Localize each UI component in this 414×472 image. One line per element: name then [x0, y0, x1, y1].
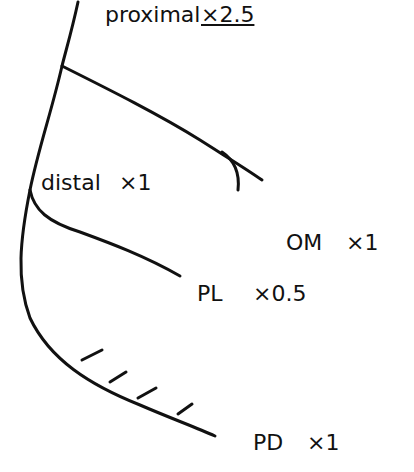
factor-label: ×1 [345, 232, 379, 254]
factor-label: ×2.5 [200, 4, 255, 26]
segment-label: distal [40, 172, 102, 194]
segment-label: PD [252, 432, 284, 454]
segment-label: proximal [104, 4, 201, 26]
main-vessel [21, 2, 215, 436]
segment-label: OM [285, 232, 323, 254]
pl-branch [30, 190, 180, 276]
tick-mark [82, 350, 102, 360]
segment-label: PL [196, 283, 224, 305]
tick-mark [178, 404, 192, 414]
factor-label: ×1 [118, 172, 152, 194]
tick-mark [110, 372, 126, 382]
factor-label: ×1 [306, 432, 340, 454]
om-fork [222, 152, 238, 190]
tick-mark [138, 388, 156, 398]
factor-label: ×0.5 [252, 283, 307, 305]
